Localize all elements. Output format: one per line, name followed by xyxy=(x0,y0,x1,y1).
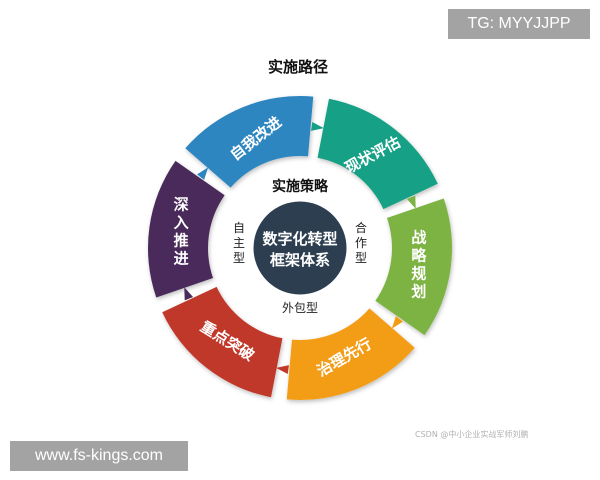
segment-governance-first xyxy=(286,308,415,400)
flow-arrow-deep-advance xyxy=(197,167,209,180)
segment-current-assessment xyxy=(317,98,438,210)
segment-deep-advance xyxy=(148,160,225,298)
url-badge: www.fs-kings.com xyxy=(10,441,188,471)
flow-arrow-strategic-planning xyxy=(391,316,403,329)
segment-strategic-planning xyxy=(375,198,452,336)
segment-label-deep-advance: 深入推进 xyxy=(174,195,189,267)
source-watermark: CSDN @中小企业实战军师刘鹏 xyxy=(415,429,528,439)
center-hub xyxy=(250,198,350,298)
strategy-label-cooperative: 合作型 xyxy=(355,220,367,265)
segment-label-strategic-planning: 战略规划 xyxy=(411,229,427,301)
flow-arrow-self-improvement xyxy=(311,121,324,131)
tg-badge: TG: MYYJJPP xyxy=(448,9,590,39)
strategy-label-outsourced: 外包型 xyxy=(282,301,318,315)
flow-arrow-key-breakthrough xyxy=(184,287,194,301)
center-label-line2: 框架体系 xyxy=(270,251,330,269)
strategy-label-self-owned: 自主型 xyxy=(233,221,245,265)
strategy-title: 实施策略 xyxy=(272,178,329,195)
segment-key-breakthrough xyxy=(162,286,283,398)
flow-arrow-current-assessment xyxy=(406,195,416,209)
center-label-line1: 数字化转型 xyxy=(262,230,337,248)
segment-self-improvement xyxy=(185,96,314,188)
top-title: 实施路径 xyxy=(268,58,328,76)
flow-arrow-governance-first xyxy=(276,365,289,375)
